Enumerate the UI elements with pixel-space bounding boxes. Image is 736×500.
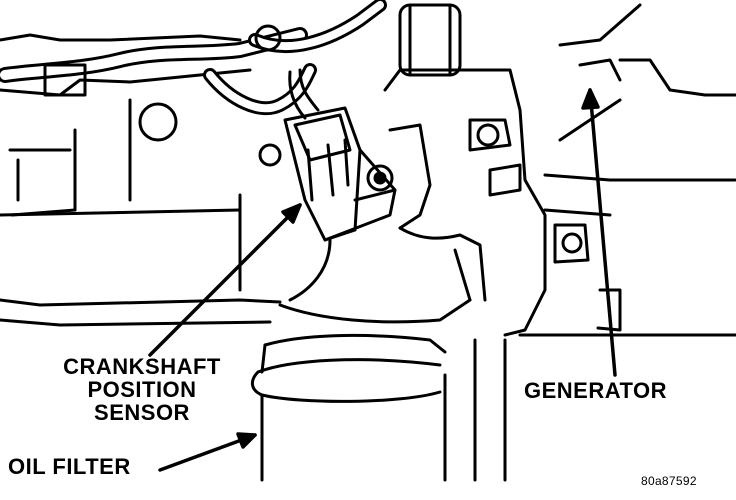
figure-code: 80a87592 — [641, 474, 697, 488]
crankshaft-label-line-1: CRANKSHAFT — [63, 354, 221, 379]
crankshaft-label-line-2: POSITION — [87, 377, 197, 402]
generator-bracket — [473, 3, 736, 482]
crankshaft-sensor-label: CRANKSHAFT POSITION SENSOR — [42, 355, 242, 424]
oil-filter-adapter — [278, 68, 612, 337]
bolt-heads — [138, 24, 590, 264]
oil-filter-canister — [251, 333, 447, 482]
crankshaft-sensor-body — [283, 106, 397, 242]
arrow-generator — [588, 88, 617, 377]
oil-filter-label: OIL FILTER — [8, 454, 131, 479]
generator-label: GENERATOR — [524, 378, 668, 403]
wiring-harness — [0, 0, 462, 120]
crankshaft-label-line-3: SENSOR — [94, 400, 190, 425]
leader-arrows — [148, 88, 617, 472]
engine-block — [0, 33, 282, 327]
arrow-crankshaft-sensor — [148, 203, 302, 357]
